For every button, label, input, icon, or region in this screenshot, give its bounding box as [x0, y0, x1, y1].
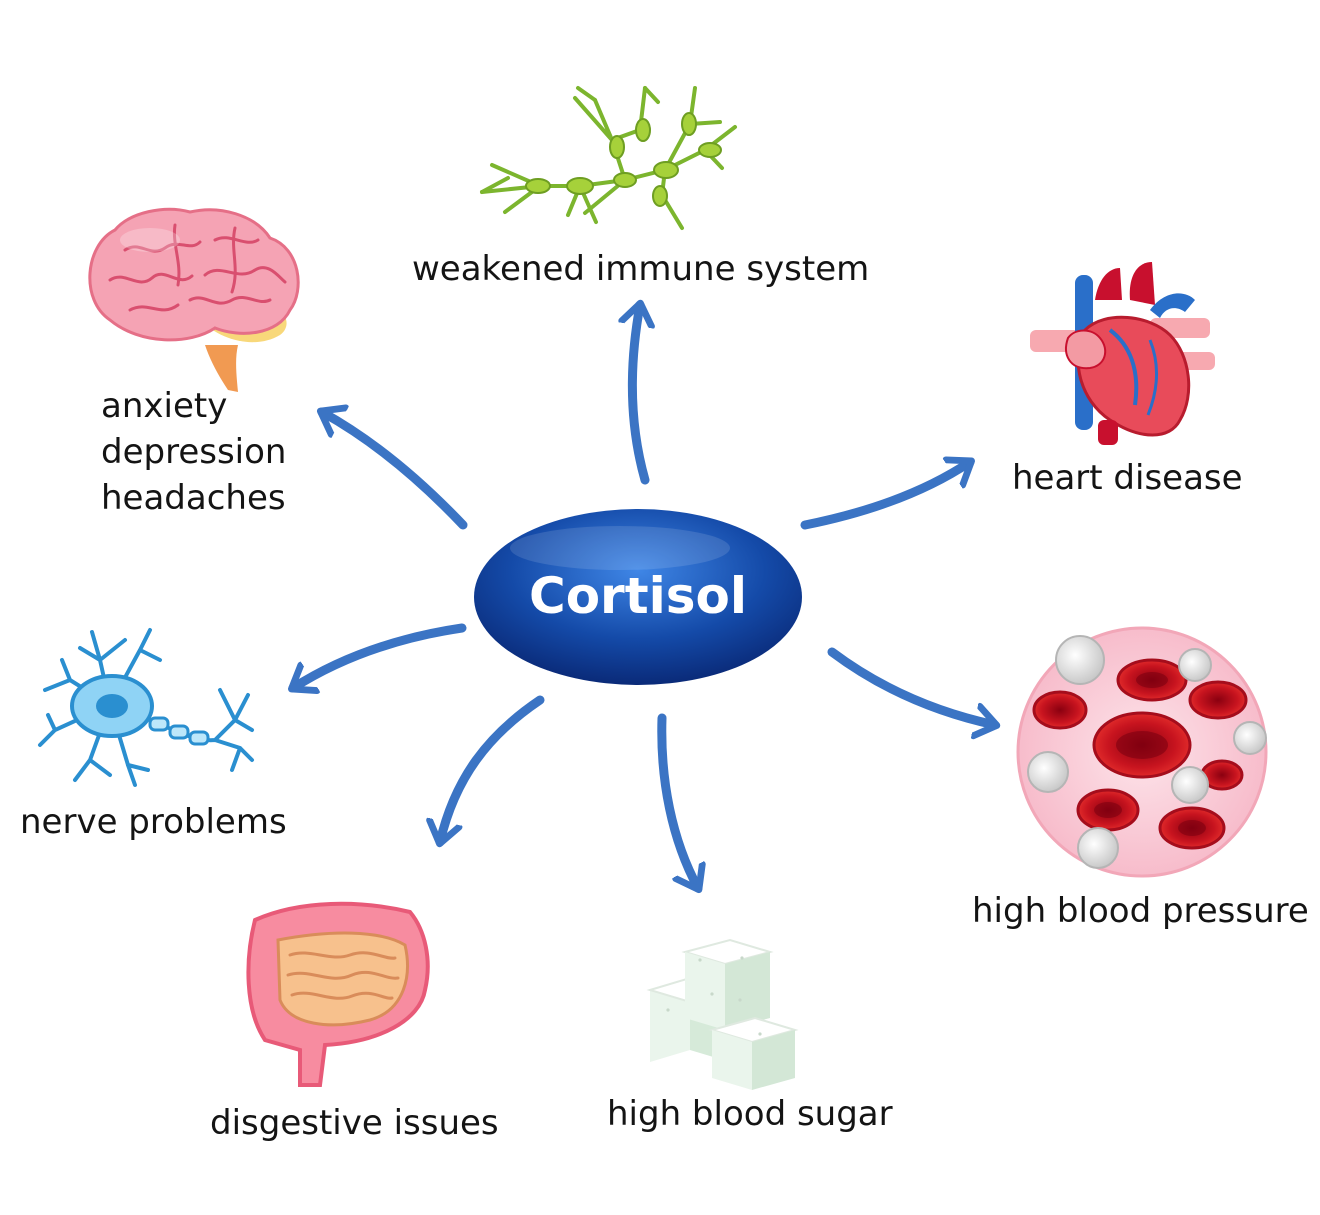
label-headaches: headaches: [101, 478, 286, 518]
label-anxiety: anxiety: [101, 386, 228, 426]
label-mental-effects: anxiety depression headaches: [101, 383, 286, 521]
arrow-to-immune: [632, 305, 645, 485]
label-heart-disease: heart disease: [1012, 458, 1243, 498]
label-weakened-immune-system: weakened immune system: [412, 249, 870, 289]
arrow-to-mental: [322, 412, 468, 530]
cortisol-node: [474, 509, 802, 685]
arrow-to-sugar: [657, 713, 698, 888]
cortisol-label: Cortisol: [529, 567, 747, 625]
heart-icon: [1030, 262, 1215, 445]
label-depression: depression: [101, 432, 287, 472]
sugar-cubes-icon: [646, 938, 799, 1090]
arrow-to-digestive: [440, 695, 545, 842]
arrow-to-pressure: [827, 647, 995, 725]
label-high-blood-pressure: high blood pressure: [972, 891, 1309, 931]
arrows: [293, 305, 995, 888]
immune-cell-icon: [480, 86, 737, 230]
blood-cells-icon: [1016, 626, 1268, 878]
intestines-icon: [246, 901, 430, 1087]
label-high-blood-sugar: high blood sugar: [607, 1094, 893, 1134]
label-nerve-problems: nerve problems: [20, 802, 287, 842]
neuron-icon: [38, 628, 254, 787]
label-digestive-issues: disgestive issues: [210, 1103, 499, 1143]
arrow-to-nerve: [293, 623, 467, 688]
brain-icon: [88, 207, 300, 392]
arrow-to-heart: [800, 462, 970, 530]
